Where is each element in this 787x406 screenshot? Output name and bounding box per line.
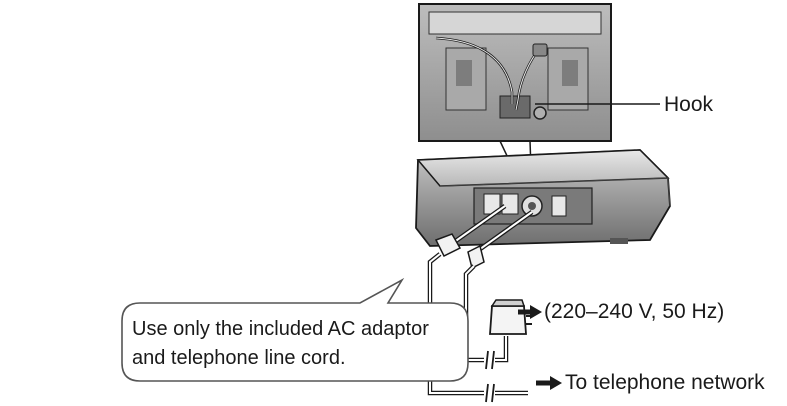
hook-closeup-inset: [418, 3, 660, 142]
arrow-right-icon: [518, 305, 542, 319]
base-unit: [415, 149, 671, 250]
arrow-right-icon: [536, 376, 562, 390]
ac-adaptor-icon: [489, 299, 532, 335]
callout-bubble: [121, 277, 469, 382]
modular-plug-icon: [434, 233, 462, 258]
callout-text: Use only the included AC adaptor and tel…: [132, 315, 452, 373]
telephone-network-label: To telephone network: [565, 371, 765, 394]
callout-line-1: Use only the included AC adaptor: [132, 318, 429, 340]
dc-plug-icon: [467, 244, 485, 270]
hook-label: Hook: [664, 93, 714, 116]
callout-line-2: and telephone line cord.: [132, 347, 346, 369]
power-spec-label: (220–240 V, 50 Hz): [544, 300, 725, 323]
